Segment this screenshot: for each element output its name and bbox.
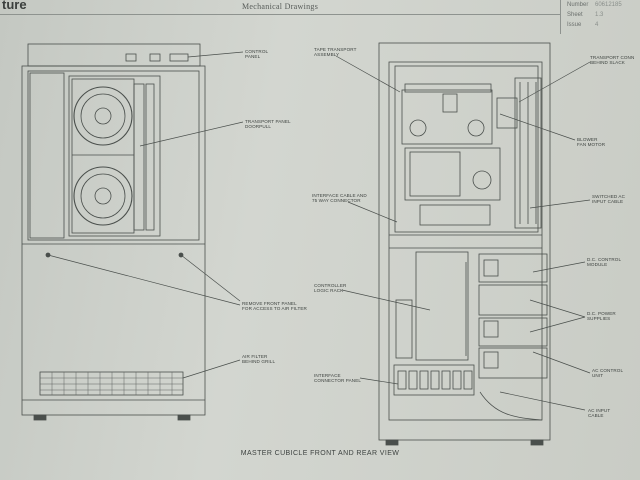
callout-switched-ac: SWITCHED AC INPUT CABLE [592,194,626,204]
controller-logic-rack [415,251,469,361]
callout-control-panel: CONTROL PANEL [245,49,269,59]
rear-leader-lines [335,55,591,411]
callout-tape-transport: TAPE TRANSPORT ASSEMBLY [314,47,357,57]
rear-cabinet [378,42,551,441]
drawing-caption: MASTER CUBICLE FRONT AND REAR VIEW [240,450,400,457]
front-leader-lines [47,51,244,379]
brand-text: ture [2,0,27,12]
ac-control-unit [478,347,548,379]
dc-power-supplies [478,284,548,316]
number-value: 60612185 [595,2,622,8]
callout-dc-power: D.C. POWER SUPPLIES [587,311,616,321]
callout-controller-logic: CONTROLLER LOGIC RACK [314,283,347,293]
callout-air-filter: AIR FILTER BEHIND GRILL [242,354,276,364]
door-pull [133,83,145,231]
tape-transport-assembly [394,65,539,233]
sheet-label: Sheet [567,12,583,18]
control-panel [125,53,189,62]
dc-control-module [478,253,548,283]
callout-interface-connector: INTERFACE CONNECTOR PANEL [314,373,362,383]
callout-ac-control: AC CONTROL UNIT [592,368,624,378]
title-block: Number 60612185 Sheet 1.3 Issue 4 [560,0,640,34]
callout-dc-control: D.C. CONTROL MODULE [587,257,622,267]
callout-interface-cable: INTERFACE CABLE AND 75 WAY CONNECTOR [312,193,367,203]
number-label: Number [567,2,589,8]
callout-transport-door: TRANSPORT PANEL DOORPULL [245,119,291,129]
sheet-value: 1.3 [595,12,604,18]
interface-connector-panel [393,364,475,396]
issue-label: Issue [567,22,582,28]
reel-window [68,75,161,237]
callout-remove-panel: REMOVE FRONT PANEL FOR ACCESS TO AIR FIL… [242,301,307,311]
transport-door [27,70,200,241]
header-rule [0,14,560,15]
power-modules [478,253,548,379]
callout-transport-connector: TRANSPORT CONN BEHIND SLACK [590,55,635,65]
air-filter-grill [39,371,184,396]
front-cabinet [21,65,206,416]
page-title: Mechanical Drawings [242,2,319,11]
transport-mechanism [401,83,501,226]
callout-blower: BLOWER FAN MOTOR [577,137,606,147]
lower-reel [73,166,133,226]
upper-reel [73,86,133,146]
callout-ac-input: AC INPUT CABLE [588,408,611,418]
issue-value: 4 [595,22,599,28]
blower-fan [496,77,542,229]
